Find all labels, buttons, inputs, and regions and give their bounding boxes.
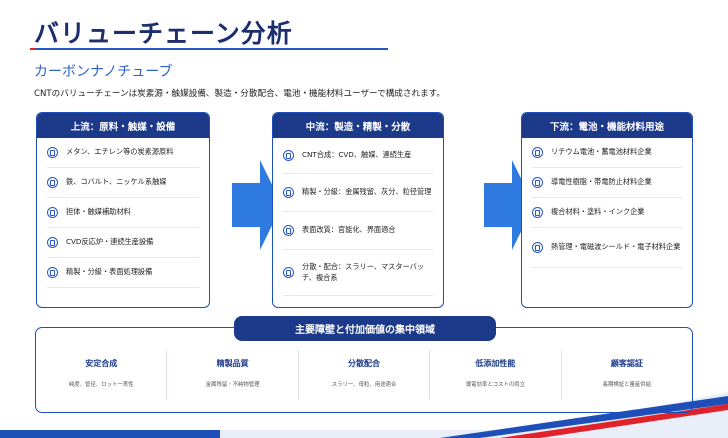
list-item-text: 表面改質：官能化、界面適合 [302, 225, 396, 235]
list-item: 担体・触媒補助材料 [47, 198, 199, 228]
panel-downstream: 下流：電池・機能材料用途 リチウム電池・蓄電池材料企業 導電性樹脂・帯電防止材料… [521, 112, 693, 308]
panel-header-upstream: 上流：原料・触媒・設備 [37, 113, 209, 138]
panel-list-downstream: リチウム電池・蓄電池材料企業 導電性樹脂・帯電防止材料企業 複合材料・塗料・イン… [522, 138, 692, 268]
list-item-text: 鉄、コバルト、ニッケル系触媒 [66, 177, 167, 187]
document-icon [283, 150, 294, 161]
list-item: CVD反応炉・連続生産設備 [47, 228, 199, 258]
document-icon [532, 177, 543, 188]
barrier-desc: 純度、管径、ロット一貫性 [68, 382, 134, 388]
page-subtitle: カーボンナノチューブ [34, 64, 173, 80]
document-icon [47, 267, 58, 278]
barrier-title: 低添加性能 [475, 359, 516, 368]
list-item: 精製・分級・表面処理設備 [47, 258, 199, 288]
document-icon [47, 147, 58, 158]
panel-upstream: 上流：原料・触媒・設備 メタン、エチレン等の炭素源原料 鉄、コバルト、ニッケル系… [36, 112, 210, 308]
list-item: 鉄、コバルト、ニッケル系触媒 [47, 168, 199, 198]
list-item-text: 精製・分級・表面処理設備 [66, 267, 153, 277]
list-item: リチウム電池・蓄電池材料企業 [532, 138, 682, 168]
list-item-text: 分散・配合：スラリー、マスターバッチ、複合系 [302, 262, 425, 282]
list-item: 表面改質：官能化、界面適合 [283, 212, 433, 250]
document-icon [47, 177, 58, 188]
document-icon [47, 237, 58, 248]
list-item-text: CNT合成：CVD、触媒、連続生産 [302, 150, 412, 160]
barrier-column: 安定合成 純度、管径、ロット一貫性 [36, 350, 168, 400]
page-title: バリューチェーン分析 [34, 19, 293, 48]
panel-list-upstream: メタン、エチレン等の炭素源原料 鉄、コバルト、ニッケル系触媒 担体・触媒補助材料… [37, 138, 209, 288]
barriers-badge: 主要障壁と付加価値の集中領域 [234, 316, 496, 341]
document-icon [47, 207, 58, 218]
barrier-desc: 長期検証と量産供給 [602, 382, 652, 388]
list-item-text: メタン、エチレン等の炭素源原料 [66, 147, 174, 157]
title-underline [30, 48, 388, 50]
list-item: CNT合成：CVD、触媒、連続生産 [283, 138, 433, 174]
barrier-column: 精製品質 金属残留・不純物管理 [167, 350, 299, 400]
list-item-text: 導電性樹脂・帯電防止材料企業 [551, 177, 652, 187]
barrier-column: 低添加性能 導電効率とコストの両立 [430, 350, 562, 400]
document-icon [532, 207, 543, 218]
barrier-desc: スラリー、母粒、用途適合 [331, 382, 397, 388]
document-icon [283, 225, 294, 236]
list-item: 精製・分級：金属残留、灰分、粒径管理 [283, 174, 433, 212]
barrier-title: 分散配合 [348, 359, 381, 368]
list-item-text: 担体・触媒補助材料 [66, 207, 131, 217]
list-item-text: 複合材料・塗料・インク企業 [551, 207, 645, 217]
barrier-title: 顧客認証 [610, 359, 643, 368]
barrier-desc: 導電効率とコストの両立 [465, 382, 526, 388]
panel-header-downstream: 下流：電池・機能材料用途 [522, 113, 692, 138]
panel-list-midstream: CNT合成：CVD、触媒、連続生産 精製・分級：金属残留、灰分、粒径管理 表面改… [273, 138, 443, 296]
barrier-column: 顧客認証 長期検証と量産供給 [562, 350, 692, 400]
arrow-right-icon [232, 160, 282, 250]
list-item: 複合材料・塗料・インク企業 [532, 198, 682, 228]
barriers-columns: 安定合成 純度、管径、ロット一貫性 精製品質 金属残留・不純物管理 分散配合 ス… [36, 350, 692, 400]
panel-header-midstream: 中流：製造・精製・分散 [273, 113, 443, 138]
document-icon [532, 147, 543, 158]
list-item-text: 熱管理・電磁波シールド・電子材料企業 [551, 242, 681, 252]
panel-midstream: 中流：製造・精製・分散 CNT合成：CVD、触媒、連続生産 精製・分級：金属残留… [272, 112, 444, 308]
list-item: 熱管理・電磁波シールド・電子材料企業 [532, 228, 682, 268]
list-item-text: 精製・分級：金属残留、灰分、粒径管理 [302, 187, 432, 197]
barrier-title: 精製品質 [216, 359, 249, 368]
list-item-text: CVD反応炉・連続生産設備 [66, 237, 154, 247]
barrier-column: 分散配合 スラリー、母粒、用途適合 [299, 350, 431, 400]
list-item: 分散・配合：スラリー、マスターバッチ、複合系 [283, 250, 433, 296]
page-description: CNTのバリューチェーンは炭素源・触媒設備、製造・分散配合、電池・機能材料ユーザ… [34, 89, 446, 99]
document-icon [283, 187, 294, 198]
list-item: 導電性樹脂・帯電防止材料企業 [532, 168, 682, 198]
list-item: メタン、エチレン等の炭素源原料 [47, 138, 199, 168]
list-item-text: リチウム電池・蓄電池材料企業 [551, 147, 652, 157]
document-icon [283, 267, 294, 278]
document-icon [532, 242, 543, 253]
barrier-title: 安定合成 [85, 359, 118, 368]
barrier-desc: 金属残留・不純物管理 [205, 382, 260, 388]
